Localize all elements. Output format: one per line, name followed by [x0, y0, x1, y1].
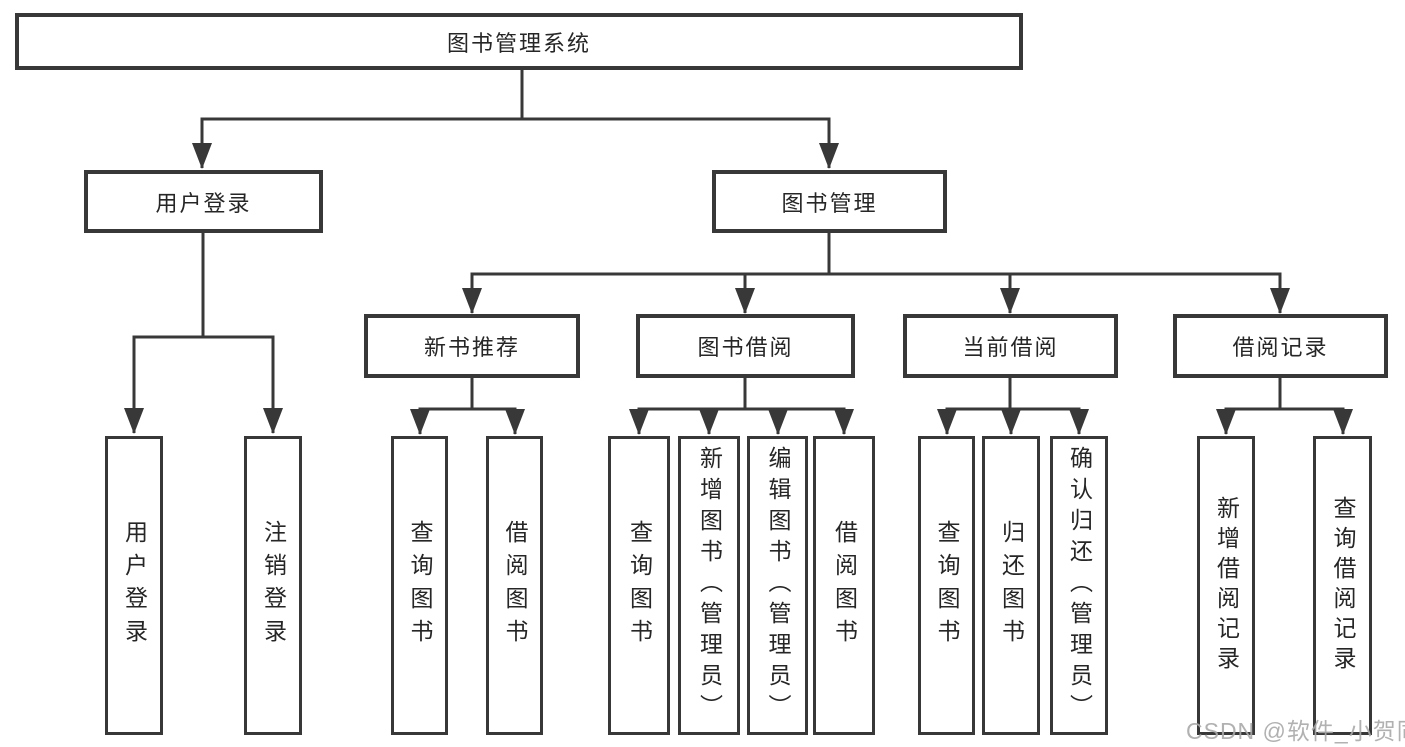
node-label: 查询图书 — [626, 519, 653, 652]
node-add-books-admin: 新增图书（管理员） — [678, 436, 740, 735]
node-book-borrowing: 图书借阅 — [636, 314, 855, 378]
node-query-books-recommend: 查询图书 — [391, 436, 448, 735]
node-book-management: 图书管理 — [712, 170, 947, 233]
node-add-borrow-record: 新增借阅记录 — [1197, 436, 1255, 735]
node-return-books: 归还图书 — [982, 436, 1040, 735]
node-borrow-books-recommend: 借阅图书 — [486, 436, 543, 735]
node-borrow-books-borrowing: 借阅图书 — [813, 436, 875, 735]
node-label: 注销登录 — [260, 519, 287, 652]
node-label: 新增图书（管理员） — [696, 446, 723, 725]
node-label: 查询图书 — [934, 519, 960, 652]
node-label: 借阅图书 — [502, 519, 528, 652]
node-label: 借阅图书 — [831, 519, 858, 652]
node-query-borrow-record: 查询借阅记录 — [1313, 436, 1372, 735]
node-current-borrowing: 当前借阅 — [903, 314, 1118, 378]
node-label: 确认归还（管理员） — [1066, 446, 1093, 725]
node-query-books-current: 查询图书 — [918, 436, 975, 735]
node-user-login-leaf: 用户登录 — [105, 436, 163, 735]
node-label: 归还图书 — [998, 519, 1025, 652]
node-query-books-borrowing: 查询图书 — [608, 436, 670, 735]
node-confirm-return-admin: 确认归还（管理员） — [1050, 436, 1108, 735]
node-borrowing-records: 借阅记录 — [1173, 314, 1388, 378]
node-library-management-system: 图书管理系统 — [15, 13, 1023, 70]
node-label: 用户登录 — [121, 519, 148, 652]
node-edit-books-admin: 编辑图书（管理员） — [747, 436, 808, 735]
csdn-watermark: CSDN @软件_小贺同学 — [1186, 718, 1405, 744]
node-logout: 注销登录 — [244, 436, 302, 735]
node-label: 查询借阅记录 — [1330, 495, 1356, 676]
node-label: 查询图书 — [407, 519, 433, 652]
node-label: 编辑图书（管理员） — [765, 446, 791, 725]
node-user-login-branch: 用户登录 — [84, 170, 323, 233]
node-label: 新增借阅记录 — [1213, 495, 1240, 676]
node-new-book-recommendation: 新书推荐 — [364, 314, 580, 378]
